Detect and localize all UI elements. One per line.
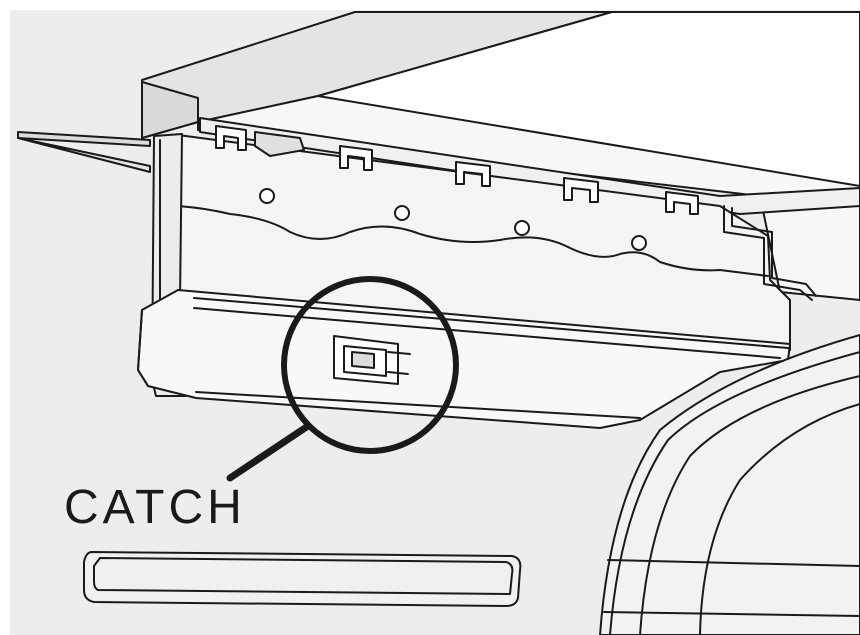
- mounting-hole: [514, 220, 530, 236]
- housing-horizontal-1: [607, 559, 860, 567]
- clip: [339, 145, 373, 171]
- side-rail-left-lower: [17, 137, 151, 173]
- catch-leader-line: [226, 422, 312, 482]
- catch-label: CATCH: [64, 481, 246, 534]
- housing-curve-line-2: [639, 375, 860, 635]
- catch-callout-circle: [281, 276, 459, 454]
- mounting-clips: [215, 125, 699, 215]
- clip: [455, 161, 491, 187]
- catch-slot: [351, 351, 375, 369]
- mounting-hole: [631, 235, 647, 251]
- side-bracket: [723, 205, 813, 301]
- catch-part: [333, 335, 411, 385]
- clip: [563, 177, 599, 203]
- housing-horizontal-2: [603, 611, 860, 617]
- front-lip-line-2: [193, 307, 781, 359]
- mounting-hole: [394, 205, 410, 221]
- side-bracket-inner: [731, 207, 817, 297]
- background-panel-top: [0, 0, 860, 10]
- housing-curve-line-1: [609, 351, 860, 635]
- housing-curve-line-3: [699, 403, 860, 635]
- catch-arm: [387, 351, 411, 355]
- clip: [665, 191, 699, 215]
- top-trim: [199, 117, 860, 215]
- front-lip-line-1: [193, 297, 789, 349]
- drawer-cutout-edge: [177, 205, 769, 277]
- front-lip-line-3: [195, 391, 641, 419]
- clip: [215, 125, 247, 151]
- mounting-hole: [259, 188, 275, 204]
- front-lip-end: [137, 309, 149, 387]
- housing-curve: [599, 334, 860, 635]
- handle-bar-inner: [93, 557, 514, 595]
- catch-arm: [387, 371, 409, 375]
- side-rail-left: [17, 131, 151, 147]
- clip: [254, 131, 305, 157]
